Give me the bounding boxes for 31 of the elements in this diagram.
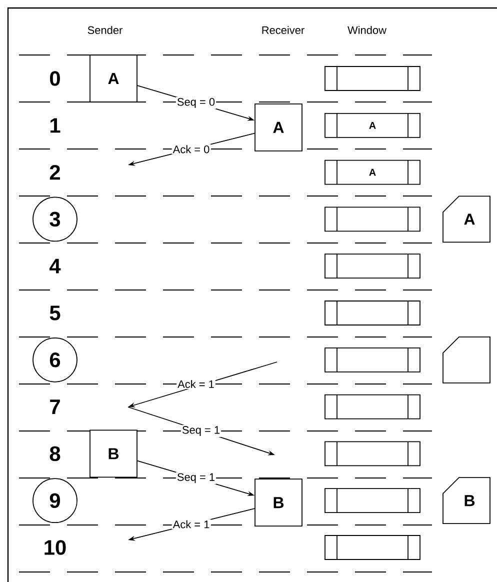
buffer-box	[442, 336, 490, 384]
arrow-label: Seq = 1	[180, 425, 222, 437]
edge-label: Ack = 1	[172, 519, 211, 530]
window-box	[324, 206, 420, 232]
packet-box: A	[254, 103, 302, 152]
row-number: 7	[50, 400, 60, 414]
packet-box: B	[254, 478, 302, 527]
window-box	[324, 394, 420, 420]
buffer-box: A	[442, 196, 490, 243]
packet-box: A	[90, 54, 138, 102]
row-number: 1	[50, 118, 60, 133]
row-number: 8	[50, 446, 60, 462]
edge-label: Seq = 0	[176, 97, 216, 109]
buffer-box: B	[442, 477, 490, 524]
window-box	[324, 535, 420, 560]
edge-label: Ack = 0	[172, 144, 211, 154]
column-header: Window	[348, 26, 386, 34]
window-box	[324, 488, 420, 514]
column-header: Receiver	[262, 26, 304, 34]
window-box	[324, 254, 420, 279]
window-box: A	[324, 112, 420, 138]
row-number: 0	[50, 71, 60, 86]
column-header: Sender	[88, 26, 122, 34]
window-box	[324, 347, 420, 372]
window-box	[324, 441, 420, 466]
packet-box: B	[90, 430, 138, 478]
window-box: A	[324, 160, 420, 185]
window-box	[324, 66, 420, 91]
edge-label: Seq = 1	[176, 472, 216, 484]
arrow-label: Ack = 1	[176, 378, 216, 390]
window-box	[324, 300, 420, 326]
